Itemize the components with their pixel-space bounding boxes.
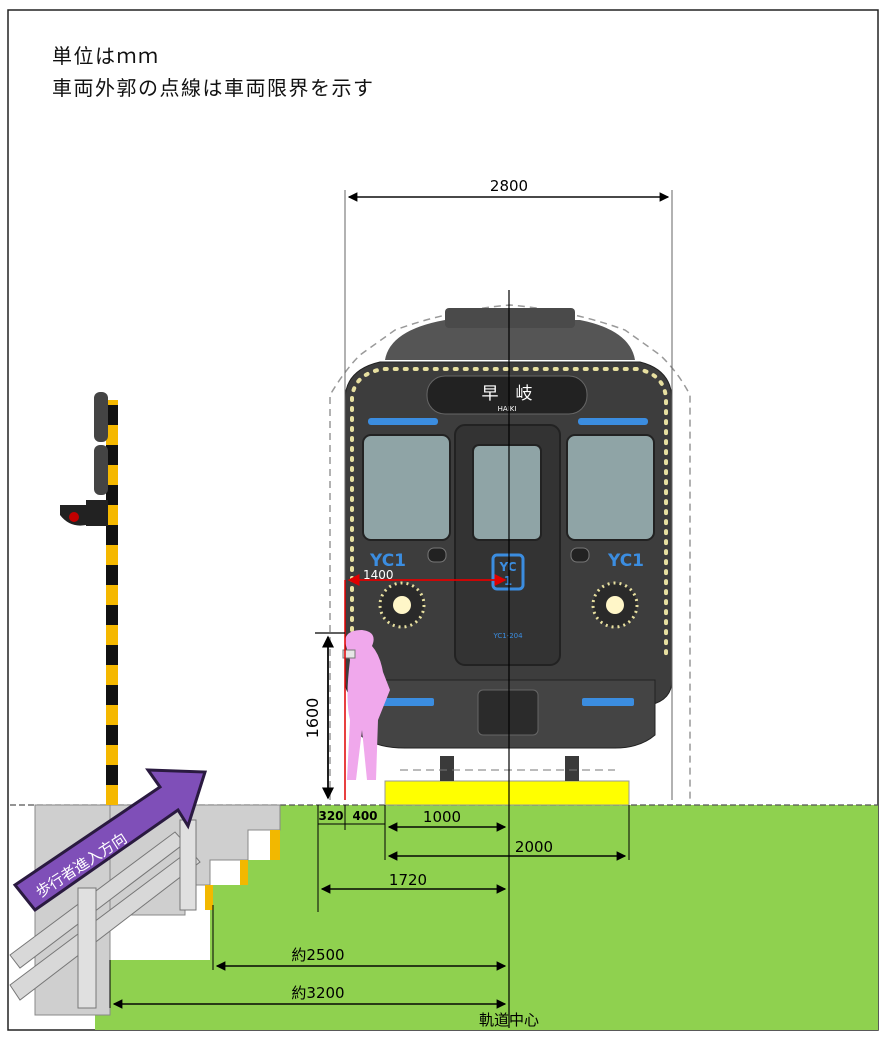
pedestrian-arrow (12, 768, 208, 913)
unit-note: 単位はｍｍ (52, 44, 160, 68)
dim-3200: 約3200 (291, 984, 344, 1002)
dim-1400: 1400 (363, 568, 394, 582)
person-silhouette (342, 630, 390, 780)
track-center-label: 軌道中心 (479, 1011, 539, 1029)
number-plate: YC1-204 (492, 632, 523, 640)
line-badge-left: YC1 (369, 551, 406, 571)
crossing-signal (60, 392, 118, 805)
dim-2800: 2800 (490, 177, 528, 195)
center-badge-bottom: 1 (504, 574, 512, 588)
dim-1000: 1000 (423, 808, 461, 826)
dim-1720: 1720 (389, 871, 427, 889)
dim-1600: 1600 (303, 698, 322, 739)
fence (9, 819, 201, 1009)
train: 早 岐 HAIKI YC1 YC1 YC 1 YC1-204 (329, 304, 691, 800)
dim-2500: 約2500 (291, 946, 344, 964)
gauge-note: 車両外郭の点線は車両限界を示す (52, 76, 375, 100)
dim-2000: 2000 (515, 838, 553, 856)
vehicle-gauge-outline (329, 304, 691, 800)
center-badge-top: YC (498, 560, 516, 574)
dim-320: 320 (318, 809, 343, 823)
dimension-lines (109, 190, 673, 1028)
line-badge-right: YC1 (607, 551, 644, 571)
destination-kanji: 早 岐 (482, 384, 533, 404)
platform (384, 780, 630, 806)
dim-400: 400 (352, 809, 377, 823)
destination-roman: HAIKI (498, 405, 517, 413)
